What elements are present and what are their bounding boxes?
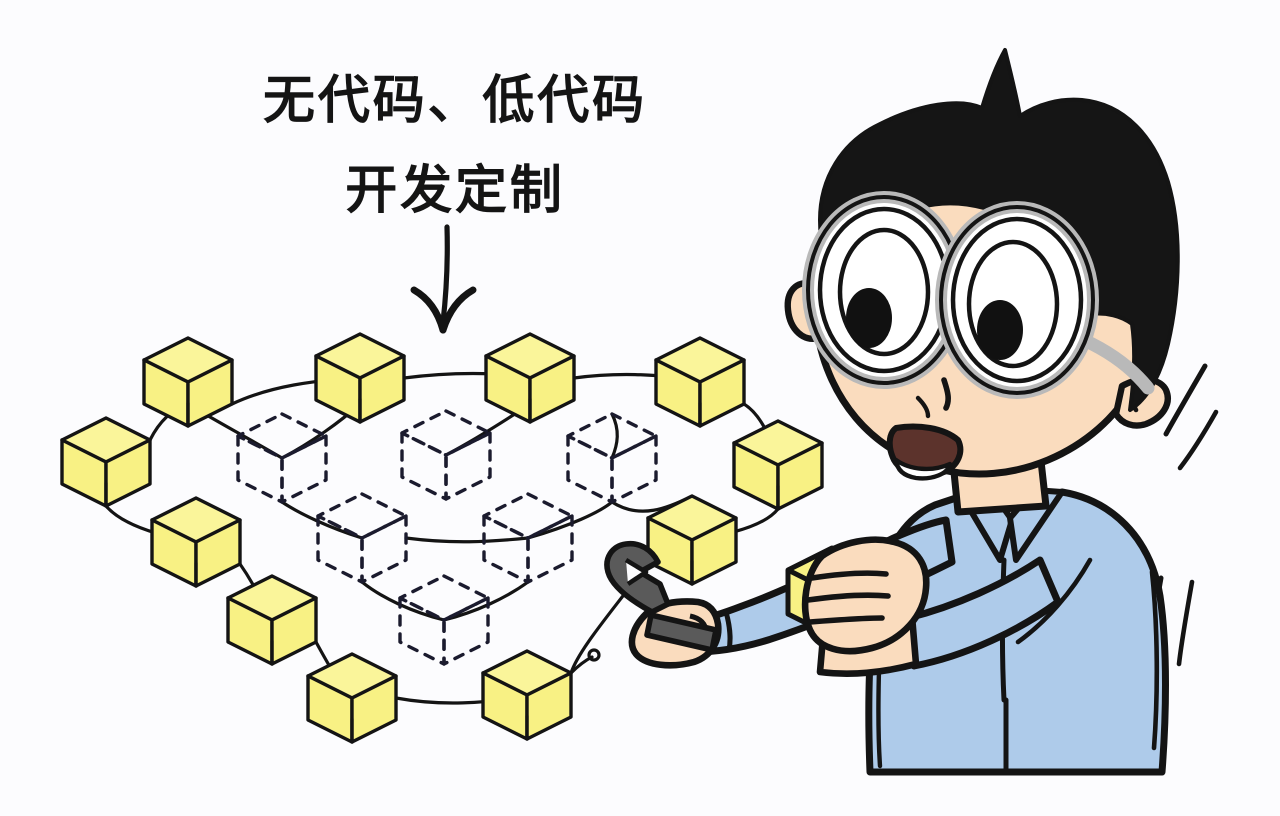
- left-lens: [802, 191, 966, 389]
- right-hand: [801, 536, 930, 655]
- boy-developer: [604, 48, 1180, 776]
- left-pupil: [846, 288, 892, 348]
- down-arrow: [410, 224, 477, 334]
- cheek-line: [915, 395, 931, 419]
- nose: [941, 377, 951, 411]
- mouth: [886, 423, 964, 481]
- glasses: [802, 191, 1155, 399]
- wrench-wire: [569, 648, 601, 675]
- wrench-tool: [604, 540, 719, 653]
- right-pupil: [977, 300, 1023, 360]
- right-lens: [935, 201, 1099, 399]
